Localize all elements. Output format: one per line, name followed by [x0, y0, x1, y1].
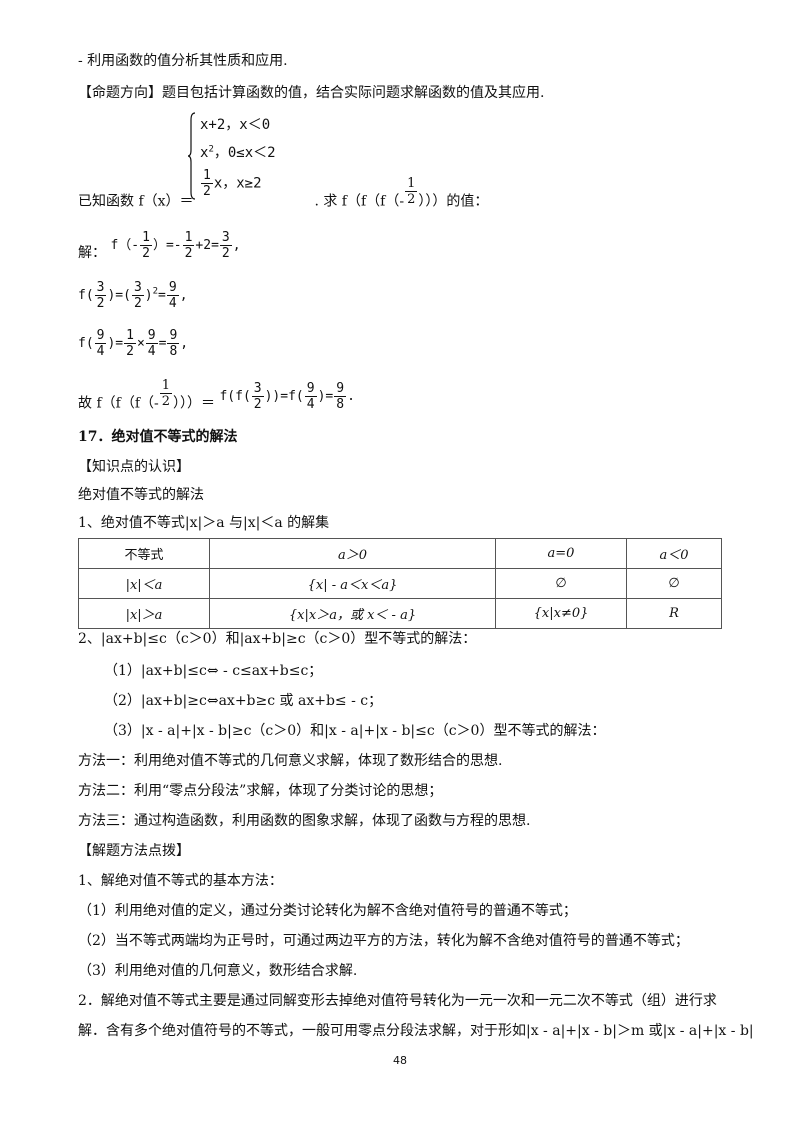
- knowledge-item-2-3: （3）|x - a|+|x - b|≥c（c＞0）和|x - a|+|x - b…: [104, 723, 606, 739]
- table-cell: |x|＞a: [78, 598, 210, 629]
- method-1: 方法一：利用绝对值不等式的几何意义求解，体现了数形结合的思想.: [78, 753, 503, 769]
- intro-line-2: 【命题方向】题目包括计算函数的值，结合实际问题求解函数的值及其应用.: [78, 85, 545, 101]
- left-brace: [188, 112, 196, 200]
- knowledge-item-2-1: （1）|ax+b|≤c⇔ - c≤ax+b≤c；: [104, 663, 323, 679]
- table-header-row: 不等式 a＞0 a=0 a＜0: [78, 538, 722, 569]
- table-row: |x|＜a {x| - a＜x＜a} ∅ ∅: [78, 568, 722, 599]
- piece-row-1: x+2，x＜0: [200, 117, 271, 133]
- tips-heading: 【解题方法点拨】: [78, 843, 190, 859]
- table-cell: {x|x≠0}: [495, 598, 627, 629]
- tips-item-1-3: （3）利用绝对值的几何意义，数形结合求解.: [78, 963, 358, 979]
- solution-set-table: 不等式 a＞0 a=0 a＜0 |x|＜a {x| - a＜x＜a} ∅ ∅ |…: [78, 538, 722, 629]
- table-cell: R: [626, 598, 722, 629]
- table-cell: {x| - a＜x＜a}: [209, 568, 496, 599]
- tips-item-1-2: （2）当不等式两端均为正号时，可通过两边平方的方法，转化为解不含绝对值符号的普通…: [78, 933, 689, 949]
- knowledge-subtitle: 绝对值不等式的解法: [78, 487, 204, 503]
- table-cell: ∅: [626, 568, 722, 599]
- tips-item-1-1: （1）利用绝对值的定义，通过分类讨论转化为解不含绝对值符号的普通不等式；: [78, 903, 577, 919]
- tips-item-2-cont: 解．含有多个绝对值符号的不等式，一般可用零点分段法求解，对于形如|x - a|+…: [78, 1023, 754, 1039]
- table-header-cell: a＜0: [626, 538, 722, 569]
- knowledge-item-1: 1、绝对值不等式|x|＞a 与|x|＜a 的解集: [78, 515, 330, 531]
- table-header-cell: a＞0: [209, 538, 496, 569]
- knowledge-item-2: 2、|ax+b|≤c（c＞0）和|ax+b|≥c（c＞0）型不等式的解法：: [78, 631, 477, 647]
- table-cell: |x|＜a: [78, 568, 210, 599]
- tips-item-2: 2．解绝对值不等式主要是通过同解变形去掉绝对值符号转化为一元一次和一元二次不等式…: [78, 993, 717, 1009]
- tips-item-1: 1、解绝对值不等式的基本方法：: [78, 873, 283, 889]
- table-header-cell: 不等式: [78, 538, 210, 569]
- table-row: |x|＞a {x|x＞a，或 x＜ - a} {x|x≠0} R: [78, 598, 722, 629]
- page-number: 48: [393, 1054, 407, 1067]
- method-3: 方法三：通过构造函数，利用函数的图象求解，体现了函数与方程的思想.: [78, 813, 531, 829]
- knowledge-item-2-2: （2）|ax+b|≥c⇔ax+b≥c 或 ax+b≤ - c；: [104, 693, 383, 709]
- knowledge-heading: 【知识点的认识】: [78, 459, 190, 475]
- piece-row-2: x2，0≤x＜2: [200, 144, 276, 161]
- section-17-title: 17．绝对值不等式的解法: [78, 429, 238, 445]
- method-2: 方法二：利用“零点分段法”求解，体现了分类讨论的思想；: [78, 783, 443, 799]
- table-cell: {x|x＞a，或 x＜ - a}: [209, 598, 496, 629]
- table-cell: ∅: [495, 568, 627, 599]
- intro-line-1: - 利用函数的值分析其性质和应用.: [78, 53, 288, 69]
- table-header-cell: a=0: [495, 538, 627, 569]
